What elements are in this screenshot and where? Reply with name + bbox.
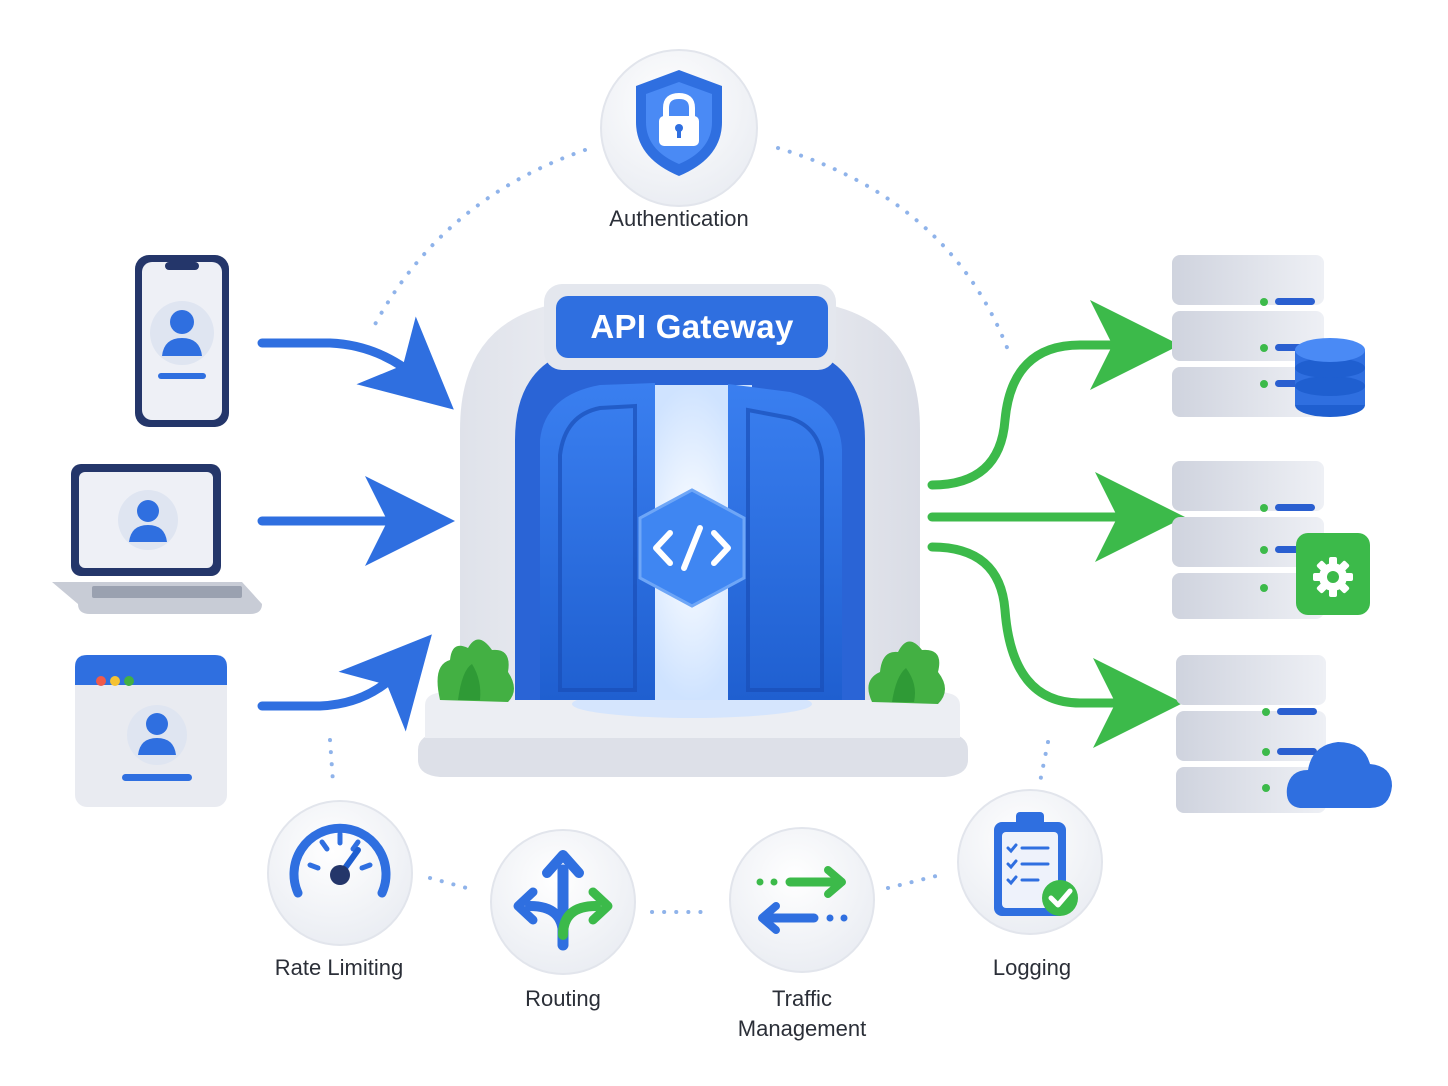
- authentication-label: Authentication: [609, 206, 749, 231]
- right-door: [728, 384, 842, 700]
- server-cloud-icon: [1176, 655, 1392, 813]
- logging-label: Logging: [992, 955, 1072, 980]
- logging-feature: [957, 789, 1103, 935]
- laptop-user-icon: [52, 464, 262, 614]
- shield-lock-icon: [636, 70, 722, 176]
- right-bush: [868, 641, 945, 704]
- rate-limiting-feature: [267, 800, 413, 946]
- left-door: [540, 383, 655, 700]
- left-bush: [437, 639, 514, 702]
- gateway-title: API Gateway: [590, 308, 794, 345]
- arrow-gateway-to-cloud-server: [927, 542, 1183, 748]
- routing-label: Routing: [525, 986, 601, 1011]
- traffic-management-label: Traffic Management: [737, 986, 867, 1041]
- client-arrows: [257, 316, 455, 732]
- rate-limiting-label: Rate Limiting: [274, 955, 404, 980]
- bidirectional-arrows-icon: [756, 866, 848, 934]
- smartphone-user-icon: [135, 255, 229, 427]
- clipboard-check-icon: [994, 812, 1078, 916]
- arrow-gateway-to-db-server: [927, 300, 1180, 490]
- gateway-building: [418, 284, 968, 777]
- browser-window-user-icon: [75, 655, 227, 807]
- traffic-management-feature: [729, 827, 875, 973]
- arrow-browser-to-gateway: [257, 634, 432, 732]
- speedometer-icon: [289, 823, 391, 898]
- routing-feature: [490, 829, 636, 975]
- arrow-phone-to-gateway: [257, 316, 454, 410]
- server-database-icon: [1172, 255, 1365, 417]
- dotted-connectors: [328, 146, 1050, 914]
- service-arrows: [927, 300, 1185, 748]
- authentication-feature: [600, 49, 758, 207]
- server-settings-icon: [1172, 461, 1370, 619]
- code-icon: [638, 488, 746, 608]
- route-split-icon: [513, 850, 613, 951]
